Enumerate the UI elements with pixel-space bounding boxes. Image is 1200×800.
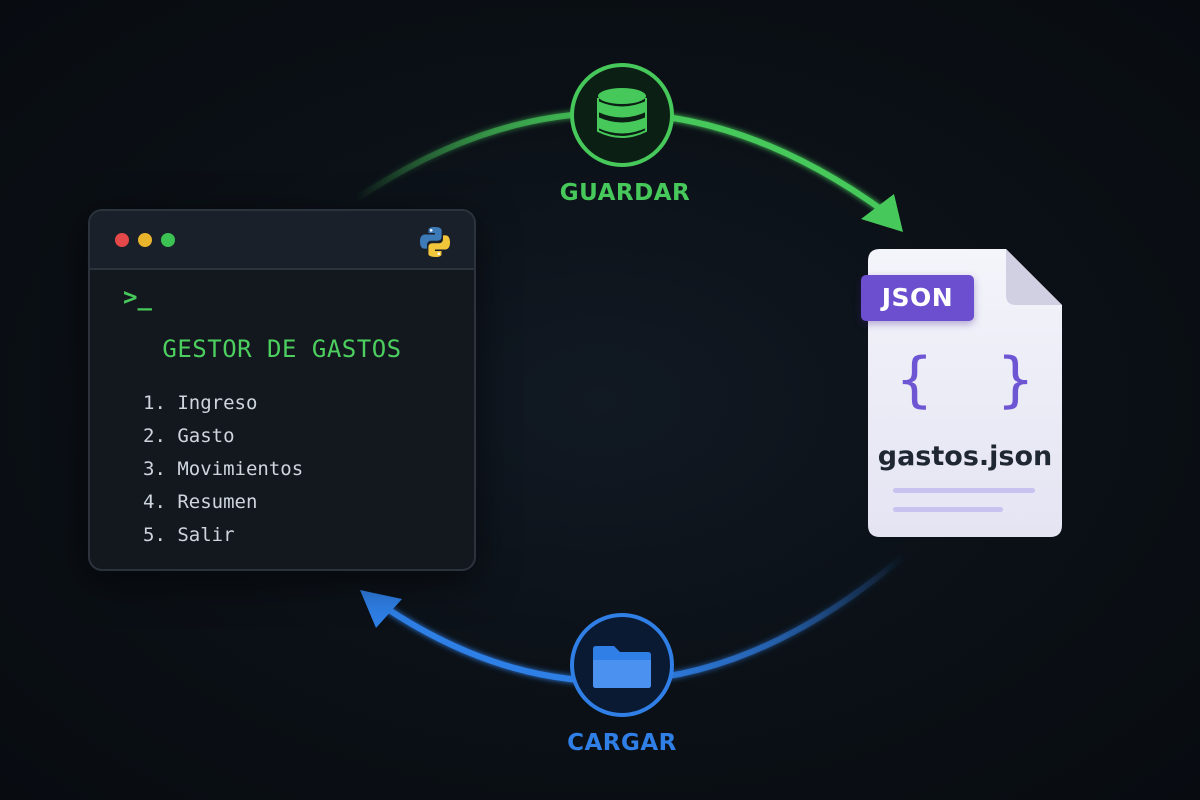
minimize-window-button[interactable] <box>138 233 152 247</box>
save-label: GUARDAR <box>559 180 691 206</box>
text-line-placeholder <box>893 488 1035 493</box>
terminal-prompt: >_ <box>123 283 152 311</box>
menu-item-salir[interactable]: 5. Salir <box>143 524 235 546</box>
maximize-window-button[interactable] <box>161 233 175 247</box>
load-label: CARGAR <box>567 730 677 756</box>
close-window-button[interactable] <box>115 233 129 247</box>
document-page <box>868 249 1062 537</box>
database-icon <box>570 63 674 167</box>
document-fold-corner <box>1006 249 1062 305</box>
save-arrowhead <box>861 194 903 232</box>
menu-list: 1. Ingreso 2. Gasto 3. Movimientos 4. Re… <box>143 387 303 552</box>
file-name: gastos.json <box>877 441 1053 472</box>
json-file-document: JSON { } gastos.json <box>861 249 1062 537</box>
menu-item-resumen[interactable]: 4. Resumen <box>143 491 258 513</box>
text-line-placeholder <box>893 507 1003 512</box>
load-arrowhead <box>360 590 402 628</box>
folder-icon <box>570 613 674 717</box>
app-title: GESTOR DE GASTOS <box>162 335 402 363</box>
menu-item-ingreso[interactable]: 1. Ingreso <box>143 392 258 414</box>
menu-item-movimientos[interactable]: 3. Movimientos <box>143 458 304 480</box>
menu-item-gasto[interactable]: 2. Gasto <box>143 425 235 447</box>
terminal-titlebar <box>90 211 474 270</box>
terminal-window: >_ GESTOR DE GASTOS 1. Ingreso 2. Gasto … <box>88 209 476 571</box>
json-badge: JSON <box>861 275 974 321</box>
braces-icon: { } <box>895 345 1057 415</box>
python-logo-icon <box>420 227 450 257</box>
